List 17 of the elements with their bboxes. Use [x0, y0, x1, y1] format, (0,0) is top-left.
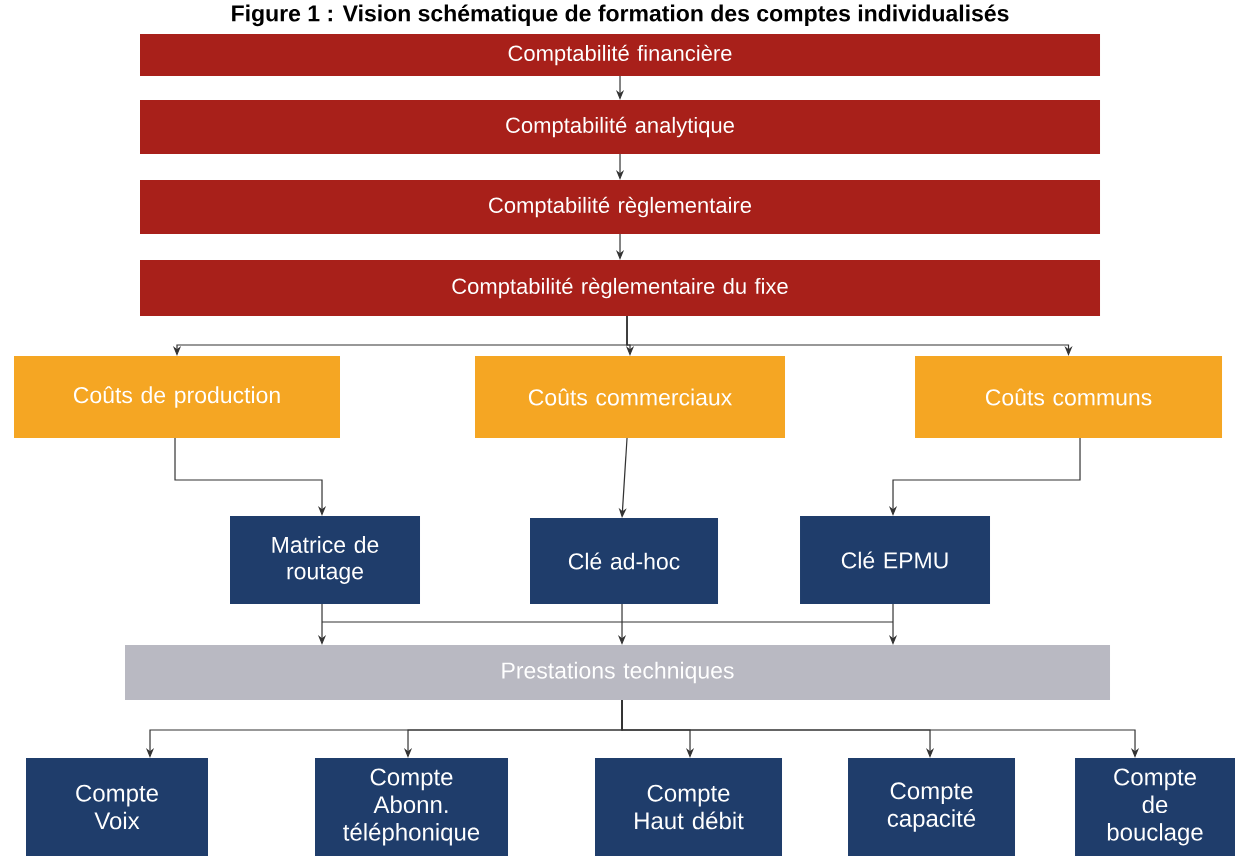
key-box: Matrice de routage — [230, 516, 420, 604]
title: Figure 1 : Vision schématique de formation des comptes individualisés — [232, 4, 1009, 27]
accounting-box: Comptabilité analytique — [140, 100, 1100, 154]
cost-box: Coûts de production — [14, 356, 340, 438]
key-box: Clé EPMU — [800, 516, 990, 604]
account-box: Compte Abonn. téléphonique — [315, 758, 508, 856]
account-box: Compte de bouclage — [1075, 758, 1235, 856]
cost-box: Coûts commerciaux — [475, 356, 785, 438]
accounting-box: Comptabilité règlementaire du fixe — [140, 260, 1100, 316]
account-box: Compte Voix — [26, 758, 208, 856]
key-box: Clé ad-hoc — [530, 518, 718, 604]
account-box: Compte Haut débit — [595, 758, 782, 856]
cost-box: Coûts communs — [915, 356, 1222, 438]
account-box: Compte capacité — [848, 758, 1015, 856]
service-band: Prestations techniques — [125, 645, 1110, 700]
accounting-box: Comptabilité financière — [140, 34, 1100, 76]
accounting-box: Comptabilité règlementaire — [140, 180, 1100, 234]
